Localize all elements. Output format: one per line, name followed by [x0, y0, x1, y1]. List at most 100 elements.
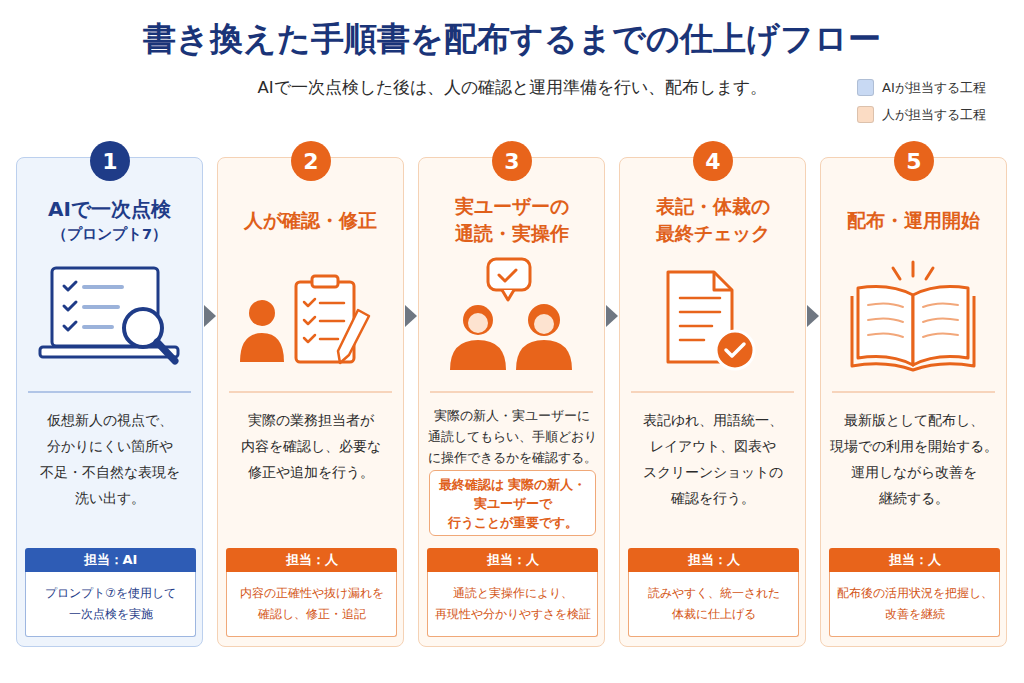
role-detail-box: 配布後の活用状況を把握し、 改善を継続	[829, 572, 1000, 637]
role-detail-box: 読みやすく、統一された 体裁に仕上げる	[628, 572, 799, 637]
document-check-icon-part	[668, 272, 732, 362]
open-book-icon	[852, 262, 974, 370]
role-tag: 担当：AIプロンプト⑦を使用して 一次点検を実施	[25, 548, 196, 637]
legend-swatch	[857, 106, 874, 123]
role-tag: 担当：人配布後の活用状況を把握し、 改善を継続	[829, 548, 1000, 637]
document-check-icon-part	[714, 272, 732, 290]
card-divider-part	[832, 391, 995, 393]
step-number: 5	[906, 149, 921, 174]
card-divider-part	[28, 391, 191, 393]
card-heading-group: 表記・体裁の 最終チェック	[620, 186, 805, 254]
process-card: 表記・体裁の 最終チェック表記ゆれ、用語統一、 レイアウト、図表や スクリーンシ…	[619, 157, 806, 647]
reviewer-icon-part	[249, 300, 275, 326]
step-number: 4	[705, 149, 720, 174]
note-box: 最終確認は 実際の新人・実ユーザーで 行うことが重要です。	[429, 470, 596, 536]
users-icon-part	[516, 340, 572, 370]
process-card: 実ユーザーの 通読・実操作実際の新人・実ユーザーに 通読してもらい、手順どおり …	[418, 157, 605, 647]
step-heading: 配布・運用開始	[843, 207, 984, 234]
document-check-icon-part	[726, 344, 744, 356]
document-check-icon-part	[680, 298, 720, 340]
step-heading: 人が確認・修正	[240, 207, 381, 234]
flow-arrow	[807, 305, 819, 327]
card-divider-part	[430, 391, 593, 393]
users-icon-part	[468, 313, 488, 333]
role-detail: 通読と実操作により、 再現性や分かりやすさを検証	[432, 583, 593, 625]
users-icon-part	[463, 305, 493, 335]
legend-text: AIが担当する工程	[882, 79, 986, 97]
step-number: 1	[102, 149, 117, 174]
card-heading-group: 実ユーザーの 通読・実操作	[419, 186, 604, 254]
step-number-circle: 4	[693, 141, 733, 181]
step-number: 3	[504, 149, 519, 174]
role-detail: 配布後の活用状況を把握し、 改善を継続	[834, 583, 995, 625]
step-description: 最新版として配布し、 現場での利用を開始する。 運用しながら改善を 継続する。	[828, 407, 1000, 511]
step-heading: 表記・体裁の 最終チェック	[620, 193, 805, 247]
reviewer-icon	[240, 276, 369, 363]
step-number-circle: 1	[90, 141, 130, 181]
diagram-title: 書き換えた手順書を配布するまでの仕上げフロー	[0, 16, 1024, 62]
laptop-inspection-icon-part	[40, 347, 178, 357]
flow-arrow	[405, 305, 417, 327]
legend: AIが担当する工程人が担当する工程	[857, 74, 1024, 128]
open-book-icon-part	[868, 303, 958, 337]
role-band: 担当：人	[226, 548, 397, 572]
reviewer-icon-part	[312, 276, 338, 287]
document-check-icon	[668, 272, 754, 369]
step-subheading: （プロンプト7）	[52, 223, 167, 245]
laptop-inspection-icon	[40, 268, 178, 361]
role-tag: 担当：人内容の正確性や抜け漏れを 確認し、修正・追記	[226, 548, 397, 637]
open-book-icon-part	[913, 287, 968, 365]
open-book-icon-part	[893, 262, 933, 279]
step-description: 実際の新人・実ユーザーに 通読してもらい、手順どおり に操作できるかを確認する。	[426, 405, 598, 468]
card-divider-part	[631, 391, 794, 393]
card-heading-group: 配布・運用開始	[821, 186, 1006, 254]
process-card: AIで一次点検（プロンプト7） 仮想新人の視点で、 分かりにくい箇所や 不足・不自…	[16, 157, 203, 647]
reviewer-icon-part	[240, 333, 284, 362]
legend-item: 人が担当する工程	[857, 101, 1024, 128]
users-icon	[450, 259, 572, 370]
role-detail: 内容の正確性や抜け漏れを 確認し、修正・追記	[231, 583, 392, 625]
role-band: 担当：AI	[25, 548, 196, 572]
card-divider	[28, 391, 995, 393]
laptop-inspection-icon-part	[124, 309, 162, 347]
role-detail-box: 通読と実操作により、 再現性や分かりやすさを検証	[427, 572, 598, 637]
step-description: 仮想新人の視点で、 分かりにくい箇所や 不足・不自然な表現を 洗い出す。	[24, 407, 196, 511]
card-divider-part	[229, 391, 392, 393]
subtitle-label: AIで一次点検した後は、人の確認と運用準備を行い、配布します。	[0, 76, 1024, 100]
users-icon-part	[450, 340, 506, 370]
step-description: 実際の業務担当者が 内容を確認し、必要な 修正や追加を行う。	[225, 407, 397, 485]
step-heading: AIで一次点検	[44, 196, 175, 223]
step-description: 表記ゆれ、用語統一、 レイアウト、図表や スクリーンショットの 確認を行う。	[627, 407, 799, 511]
laptop-inspection-icon-part	[157, 342, 175, 361]
process-card: 人が確認・修正実際の業務担当者が 内容を確認し、必要な 修正や追加を行う。2担当…	[217, 157, 404, 647]
users-icon-part	[502, 290, 514, 300]
note-text: 最終確認は 実際の新人・実ユーザーで 行うことが重要です。	[436, 475, 589, 532]
card-heading-group: AIで一次点検（プロンプト7）	[17, 186, 202, 254]
role-band: 担当：人	[427, 548, 598, 572]
document-check-icon-part	[716, 331, 754, 369]
users-icon-part	[534, 314, 554, 334]
flow-arrow	[204, 305, 216, 327]
users-icon-part	[499, 270, 516, 281]
users-icon-part	[528, 304, 560, 336]
role-detail: 読みやすく、統一された 体裁に仕上げる	[633, 583, 794, 625]
laptop-inspection-icon-part	[84, 287, 122, 327]
reviewer-icon-part	[338, 310, 369, 363]
open-book-icon-part	[852, 296, 974, 370]
flow-arrow	[606, 305, 618, 327]
laptop-inspection-icon-part	[52, 268, 158, 346]
legend-swatch	[857, 79, 874, 96]
step-number: 2	[303, 149, 318, 174]
open-book-icon-part	[858, 287, 913, 365]
role-tag: 担当：人読みやすく、統一された 体裁に仕上げる	[628, 548, 799, 637]
step-number-circle: 3	[492, 141, 532, 181]
legend-text: 人が担当する工程	[882, 106, 986, 124]
role-tag: 担当：人通読と実操作により、 再現性や分かりやすさを検証	[427, 548, 598, 637]
step-number-circle: 2	[291, 141, 331, 181]
reviewer-icon-part	[296, 282, 354, 362]
card-heading-group: 人が確認・修正	[218, 186, 403, 254]
reviewer-icon-part	[320, 303, 344, 339]
process-card: 配布・運用開始最新版として配布し、 現場での利用を開始する。 運用しながら改善を…	[820, 157, 1007, 647]
